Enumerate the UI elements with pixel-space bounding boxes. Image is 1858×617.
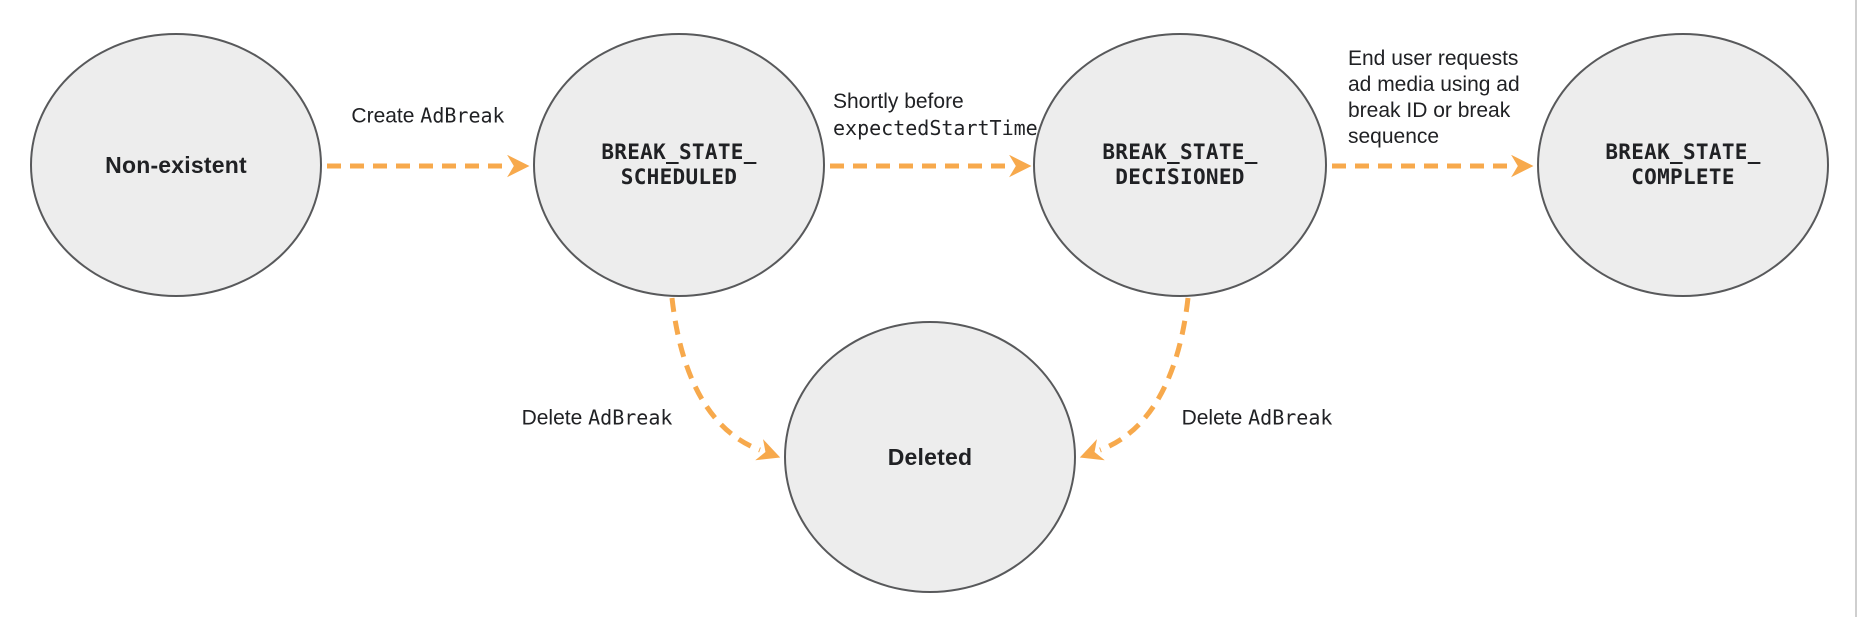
edge-label-text: break ID or break [1348,99,1511,122]
edge-label-delete-adbreak-right: Delete AdBreak [1182,405,1333,432]
state-label: Non-existent [105,151,247,178]
state-node-non-existent: Non-existent [30,33,322,297]
edge-label-code: AdBreak [420,103,505,128]
edge-label-delete-adbreak-left: Delete AdBreak [522,405,673,432]
state-label-line: SCHEDULED [620,165,738,189]
state-node-break-state-complete: BREAK_STATE_ COMPLETE [1537,33,1829,297]
edge-label-text: sequence [1348,125,1440,148]
state-label-line: BREAK_STATE_ [601,140,757,164]
edge-label-text: Delete [1181,406,1249,430]
state-label-line: COMPLETE [1631,165,1735,189]
arrow-delete-from-decisioned [1079,297,1191,461]
state-label: Deleted [887,443,973,470]
edge-label-code: AdBreak [588,405,673,430]
edge-label-code: AdBreak [1248,405,1333,430]
edge-label-text: Create [351,104,421,128]
state-node-break-state-scheduled: BREAK_STATE_ SCHEDULED [533,33,825,297]
state-node-break-state-decisioned: BREAK_STATE_ DECISIONED [1033,33,1327,297]
content-right-border [1855,0,1857,617]
state-node-deleted: Deleted [784,321,1076,593]
edge-label-text: Shortly before [833,90,964,113]
edge-label-text: Delete [521,406,589,430]
state-label-line: BREAK_STATE_ [1102,140,1258,164]
arrow-delete-from-scheduled [669,297,781,461]
edge-label-shortly-before-expectedstarttime: Shortly before expectedStartTime [833,89,1038,141]
edge-label-text: ad media using ad [1348,73,1520,96]
state-label-line: DECISIONED [1115,165,1245,189]
edge-label-text: End user requests [1348,47,1519,70]
edge-label-code: expectedStartTime [833,116,1038,140]
edge-label-create-adbreak: Create AdBreak [351,103,504,130]
edge-label-end-user-requests: End user requests ad media using ad brea… [1348,46,1520,150]
state-label-line: BREAK_STATE_ [1605,140,1761,164]
